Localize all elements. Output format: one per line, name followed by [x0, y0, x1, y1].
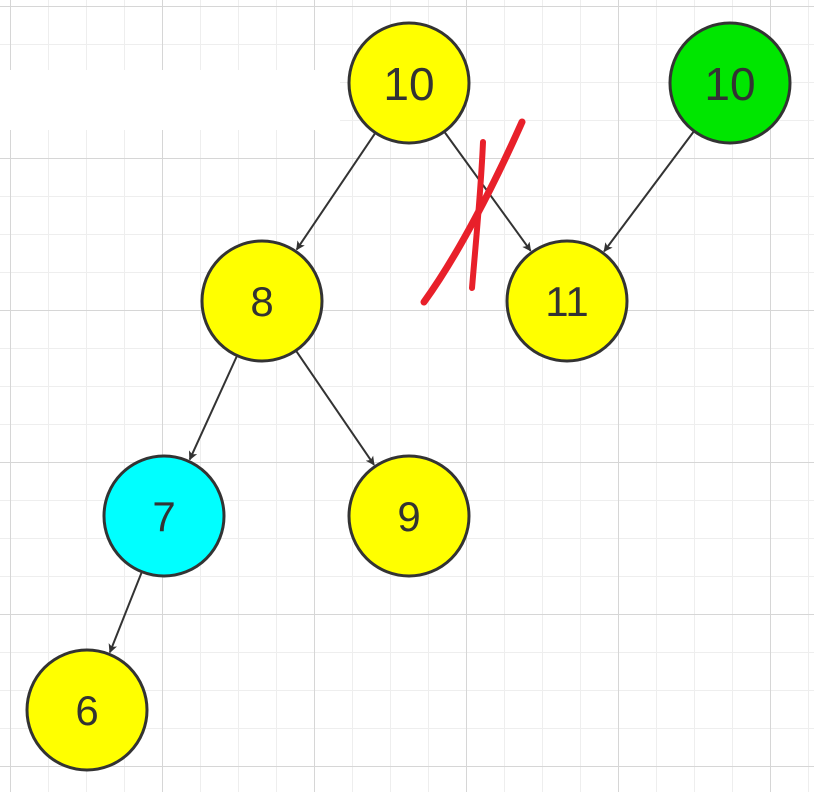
- edge-new-root-to-11: [603, 131, 695, 253]
- strike-stroke: [469, 139, 486, 291]
- nodes: 10 10 8 11 7 9 6: [25, 21, 792, 772]
- node-root-label: 10: [383, 58, 434, 110]
- strike-through-mark: [420, 118, 526, 306]
- node-11: 11: [505, 239, 629, 363]
- node-root: 10: [347, 21, 471, 145]
- edge-8-to-7: [188, 356, 238, 461]
- node-7-label: 7: [152, 493, 175, 540]
- node-11-label: 11: [545, 278, 589, 325]
- edge-7-to-6: [108, 572, 143, 654]
- node-6-label: 6: [75, 687, 98, 734]
- node-8: 8: [200, 239, 324, 363]
- node-6: 6: [25, 648, 149, 772]
- node-new-root-label: 10: [704, 58, 755, 110]
- edge-8-to-9: [295, 350, 375, 466]
- edge-root-to-8: [295, 133, 376, 251]
- node-8-label: 8: [250, 278, 273, 325]
- node-9: 9: [347, 454, 471, 578]
- node-7: 7: [102, 454, 226, 578]
- canvas-background-patch: [0, 70, 340, 130]
- node-9-label: 9: [397, 493, 420, 540]
- node-new-root: 10: [668, 21, 792, 145]
